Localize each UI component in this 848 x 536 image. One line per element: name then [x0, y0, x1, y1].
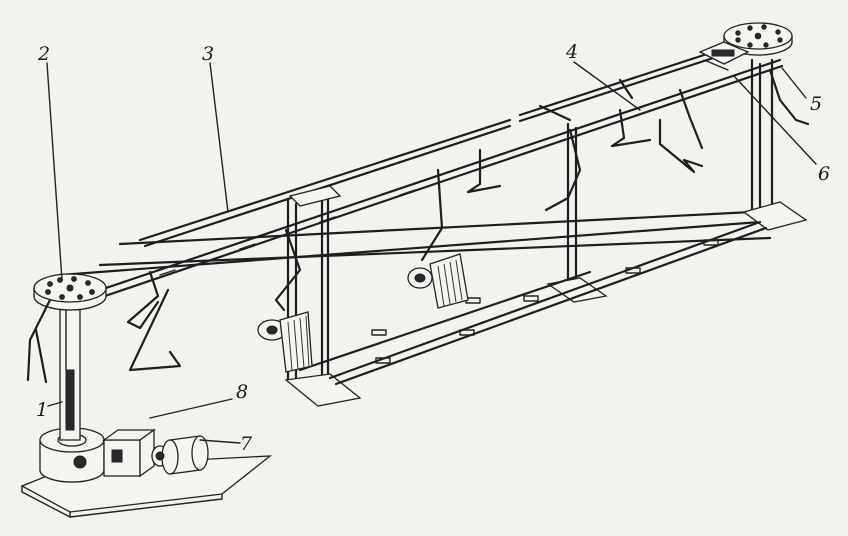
electric-motor: [151, 435, 209, 475]
leader-lines: [46, 61, 817, 444]
label-2: 2: [37, 43, 50, 65]
overhead-track-beam: [58, 38, 784, 298]
label-5: 5: [810, 93, 822, 115]
tensioning-device: [698, 41, 750, 71]
label-1: 1: [36, 399, 48, 421]
label-4: 4: [565, 41, 578, 63]
label-3: 3: [202, 43, 214, 65]
teat-brush-right: [407, 253, 469, 309]
vertical-drive-shaft: [59, 299, 81, 441]
label-6: 6: [818, 163, 830, 185]
support-frame-middle: [284, 185, 362, 407]
udder-cup-hooks: [26, 68, 810, 384]
label-7: 7: [240, 433, 253, 455]
floor-guide-rail: [298, 220, 768, 386]
teat-brush-left: [257, 311, 313, 373]
label-8: 8: [236, 381, 248, 403]
drive-sprocket: [33, 273, 107, 311]
gearbox-reducer: [39, 427, 157, 483]
